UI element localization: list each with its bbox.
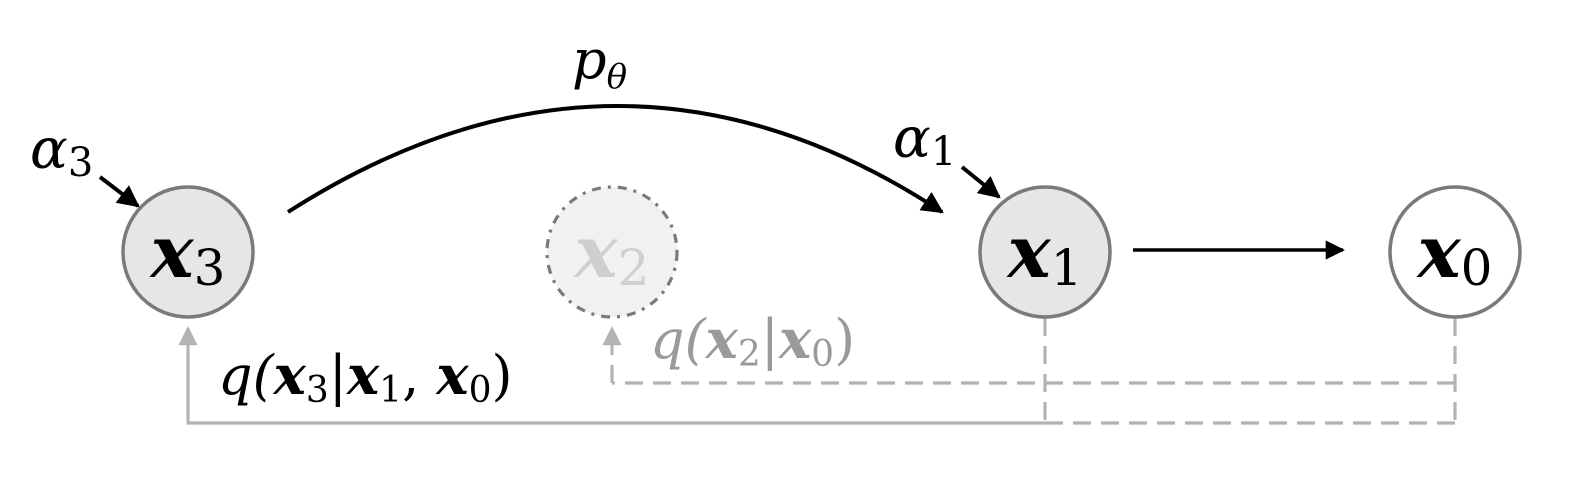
svg-text:x2: x2 (573, 209, 650, 297)
svg-text:x1: x1 (1006, 209, 1083, 297)
q-x3-label: q(x3|x1, x0) (218, 343, 513, 411)
alpha3-label: α3 (30, 117, 93, 186)
node-x1-var: x (1006, 209, 1052, 294)
svg-text:x0: x0 (1416, 209, 1493, 297)
p-theta-arc-arrow (286, 104, 944, 214)
node-x1-sub: 1 (1051, 239, 1083, 297)
node-x2-sub: 2 (618, 239, 650, 297)
node-x2-var: x (573, 209, 619, 294)
node-x1: x1 (978, 185, 1112, 319)
node-x0-sub: 0 (1461, 239, 1493, 297)
node-x0: x0 (1388, 185, 1522, 319)
alpha1-arrow (960, 165, 1001, 199)
node-x3-var: x (149, 209, 195, 294)
p-theta-label: pθ (572, 28, 627, 97)
alpha3-arrow (98, 175, 140, 208)
q-x3-guide (178, 318, 1457, 425)
q-x2-guide (602, 326, 1455, 385)
node-x3: x3 (121, 185, 255, 319)
alpha1-label: α1 (893, 106, 956, 175)
q-x3-solid-line (178, 326, 1045, 425)
node-x2: x2 (545, 185, 679, 319)
q-x2-label: q(x2|x0) (650, 307, 855, 375)
svg-text:x3: x3 (149, 209, 226, 297)
node-x3-sub: 3 (194, 239, 226, 297)
node-x0-var: x (1416, 209, 1462, 294)
